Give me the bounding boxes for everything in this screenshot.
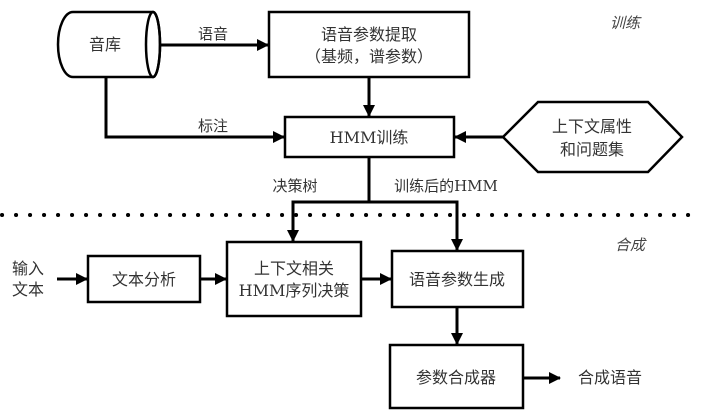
edge-annotation — [104, 77, 285, 143]
context-attributes-node — [501, 100, 684, 174]
edge-decision-tree-label: 决策树 — [272, 177, 317, 195]
param-extraction-label-2: （基频，谱参数） — [305, 47, 433, 66]
corpus-label: 音库 — [89, 35, 121, 54]
section-label-synthesis: 合成 — [615, 236, 647, 254]
edge-trained-hmm-label: 训练后的HMM — [394, 177, 498, 195]
context-hmm-box — [225, 240, 363, 318]
text-analysis-box — [86, 254, 202, 304]
synthesizer-label: 参数合成器 — [416, 368, 496, 387]
hmm-training-label: HMM训练 — [330, 128, 409, 147]
context-attributes-label-1: 上下文属性 — [552, 117, 632, 136]
context-attributes-label-2: 和问题集 — [560, 140, 624, 159]
param-extraction-label-1: 语音参数提取 — [321, 25, 417, 44]
output-speech-label: 合成语音 — [578, 368, 642, 387]
edge-annotation-label: 标注 — [198, 117, 228, 135]
edge-decision-tree — [287, 200, 369, 242]
context-hmm-label-1: 上下文相关 — [254, 259, 334, 278]
section-label-training: 训练 — [610, 14, 642, 32]
context-hmm-label-2: HMM序列决策 — [239, 281, 350, 300]
input-text-label-2: 文本 — [12, 280, 44, 299]
text-analysis-label: 文本分析 — [112, 270, 176, 289]
param-generation-label: 语音参数生成 — [409, 270, 505, 289]
input-text-label-1: 输入 — [12, 259, 44, 278]
param-extraction-box — [267, 10, 471, 79]
edge-speech-label: 语音 — [198, 25, 228, 43]
edge-trained-hmm — [369, 200, 463, 251]
